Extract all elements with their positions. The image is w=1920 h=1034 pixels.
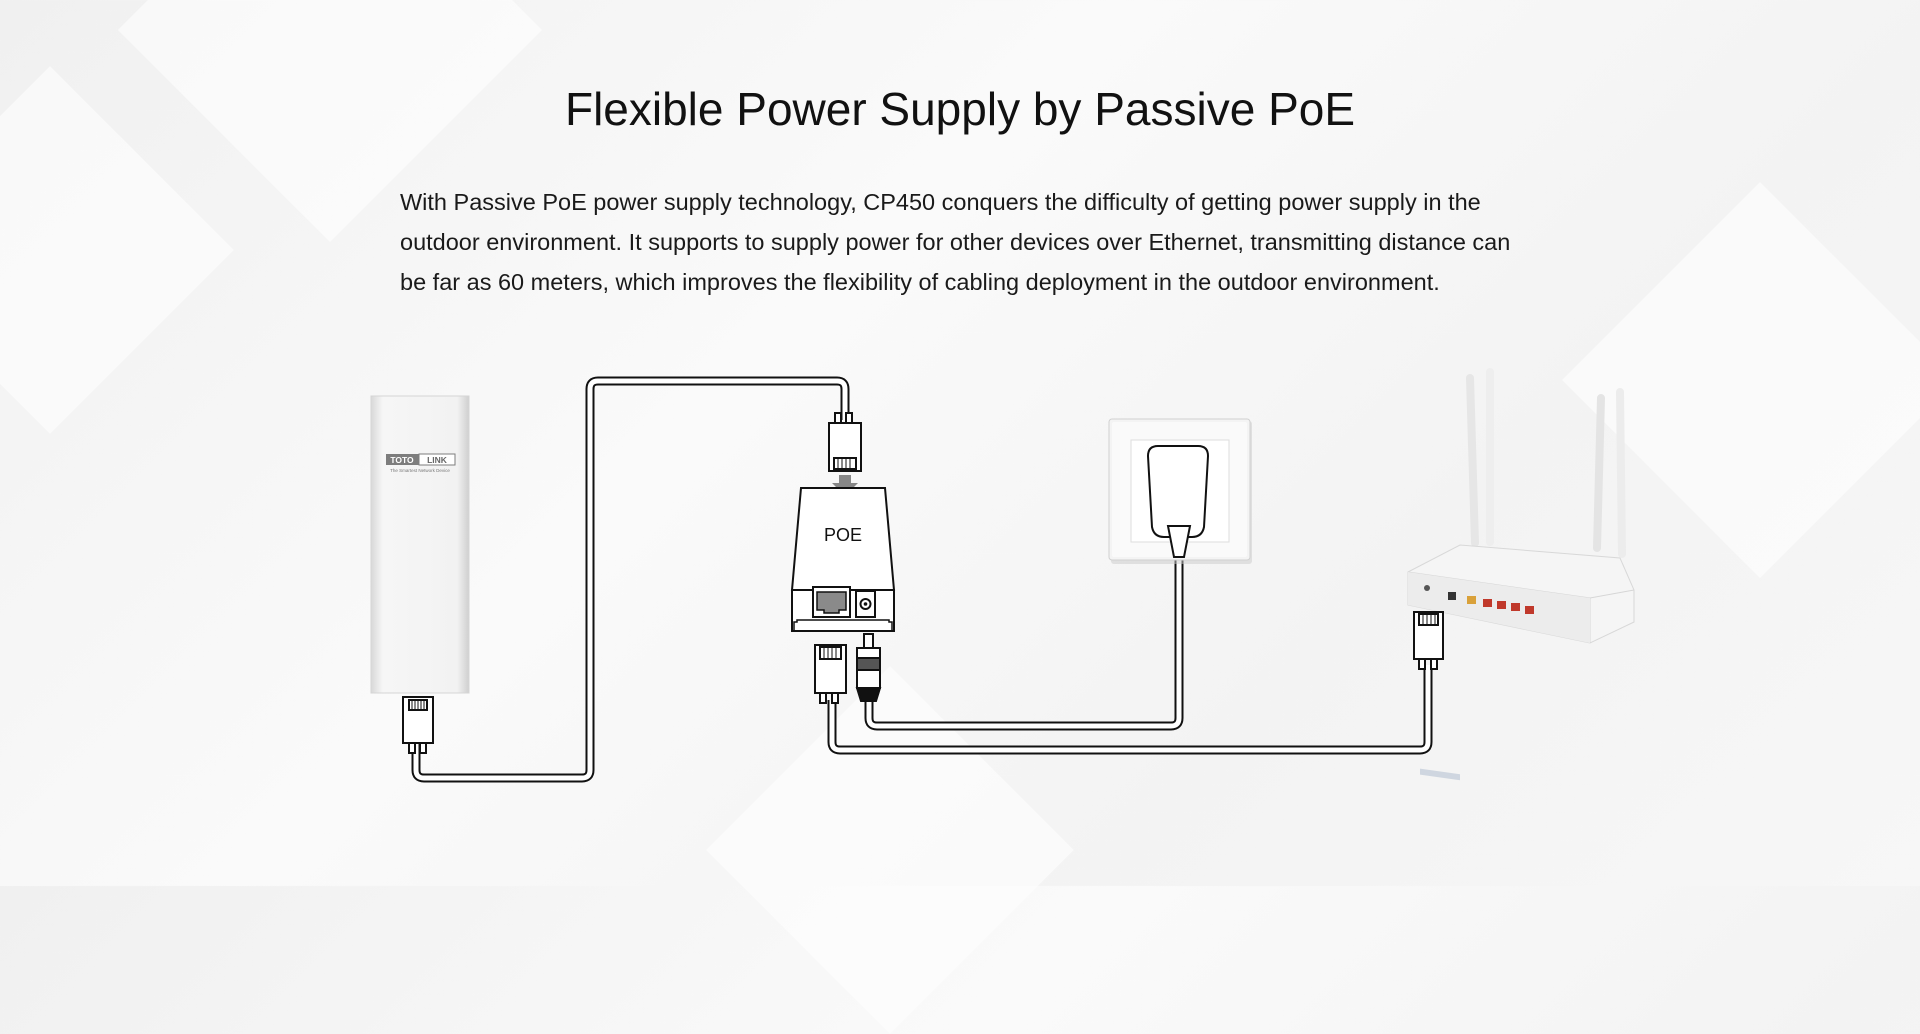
- svg-text:The Smartest Network Device: The Smartest Network Device: [390, 468, 450, 473]
- poe-connection-diagram: TOTO LINK The Smartest Network Device PO…: [370, 368, 1635, 783]
- svg-text:LINK: LINK: [427, 455, 448, 465]
- dc-power-plug: [855, 633, 882, 702]
- rj45-connector-poe-input: [828, 412, 862, 472]
- description-paragraph: With Passive PoE power supply technology…: [400, 189, 1511, 295]
- svg-text:TOTO: TOTO: [390, 455, 414, 465]
- poe-injector: POE: [790, 487, 896, 632]
- rj45-connector-poe-output: [814, 644, 847, 704]
- rj45-connector-ap: [402, 696, 434, 754]
- wireless-router: [1407, 368, 1635, 781]
- ethernet-cable-poe-to-router: [827, 665, 1433, 755]
- rj45-connector-router: [1413, 611, 1444, 670]
- outdoor-access-point: TOTO LINK The Smartest Network Device: [370, 395, 470, 694]
- ethernet-cable-ap-to-poe: [411, 376, 850, 783]
- arrow-down-icon: [832, 475, 858, 496]
- wall-power-outlet: [1108, 418, 1252, 564]
- power-cable-poe-to-outlet: [864, 555, 1184, 731]
- poe-label: POE: [824, 525, 862, 545]
- page-title: Flexible Power Supply by Passive PoE: [564, 83, 1356, 135]
